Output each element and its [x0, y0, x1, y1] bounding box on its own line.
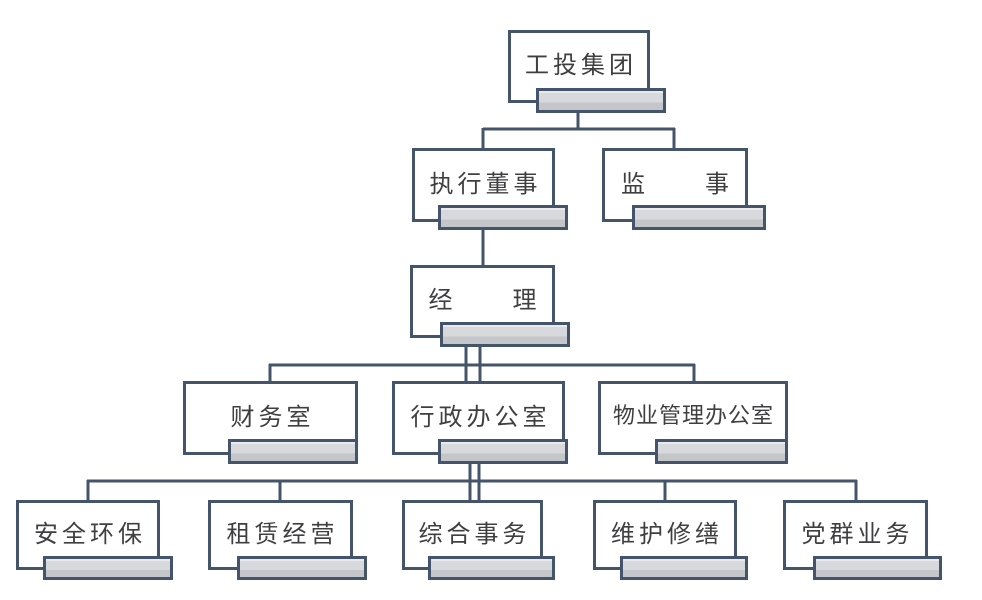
org-node-general-affairs[interactable]: 综合事务 — [402, 500, 555, 580]
org-node-label: 物业管理办公室 — [612, 404, 774, 429]
org-node-tab — [428, 556, 555, 580]
org-node-label: 工投集团 — [525, 51, 637, 79]
org-node-tab — [438, 205, 568, 230]
org-node-executive-director[interactable]: 执行董事 — [412, 148, 568, 230]
org-node-tab — [813, 556, 942, 580]
org-node-label: 执行董事 — [429, 169, 542, 198]
org-node-label: 财务室 — [230, 402, 315, 431]
org-node-finance-office[interactable]: 财务室 — [183, 381, 358, 464]
org-node-party-mass-affairs[interactable]: 党群业务 — [783, 500, 942, 580]
org-node-maintenance-repair[interactable]: 维护修缮 — [593, 500, 748, 580]
org-node-label: 监 事 — [621, 169, 733, 198]
org-node-tab — [228, 439, 358, 464]
org-node-supervisor[interactable]: 监 事 — [602, 148, 766, 230]
org-node-tab — [440, 322, 570, 347]
org-node-label: 行政办公室 — [410, 402, 551, 431]
org-node-label: 安全环保 — [34, 519, 146, 548]
org-node-leasing-operations[interactable]: 租赁经营 — [208, 500, 367, 580]
org-node-tab — [237, 556, 367, 580]
org-node-label: 维护修缮 — [611, 519, 723, 548]
org-node-tab — [536, 88, 666, 113]
org-node-safety-environment[interactable]: 安全环保 — [16, 500, 173, 580]
org-node-label: 经 理 — [428, 286, 541, 314]
org-node-tab — [632, 205, 766, 230]
org-node-manager[interactable]: 经 理 — [410, 265, 570, 347]
org-node-tab — [655, 439, 788, 464]
org-node-tab — [620, 556, 748, 580]
org-node-tab — [438, 439, 568, 464]
org-node-tab — [43, 556, 173, 580]
org-node-label: 租赁经营 — [226, 519, 339, 548]
org-node-gongtou-group[interactable]: 工投集团 — [508, 30, 666, 113]
org-node-admin-office[interactable]: 行政办公室 — [392, 381, 568, 464]
org-node-label: 党群业务 — [801, 519, 914, 548]
org-node-label: 综合事务 — [418, 519, 531, 548]
org-node-property-management-office[interactable]: 物业管理办公室 — [598, 381, 788, 464]
